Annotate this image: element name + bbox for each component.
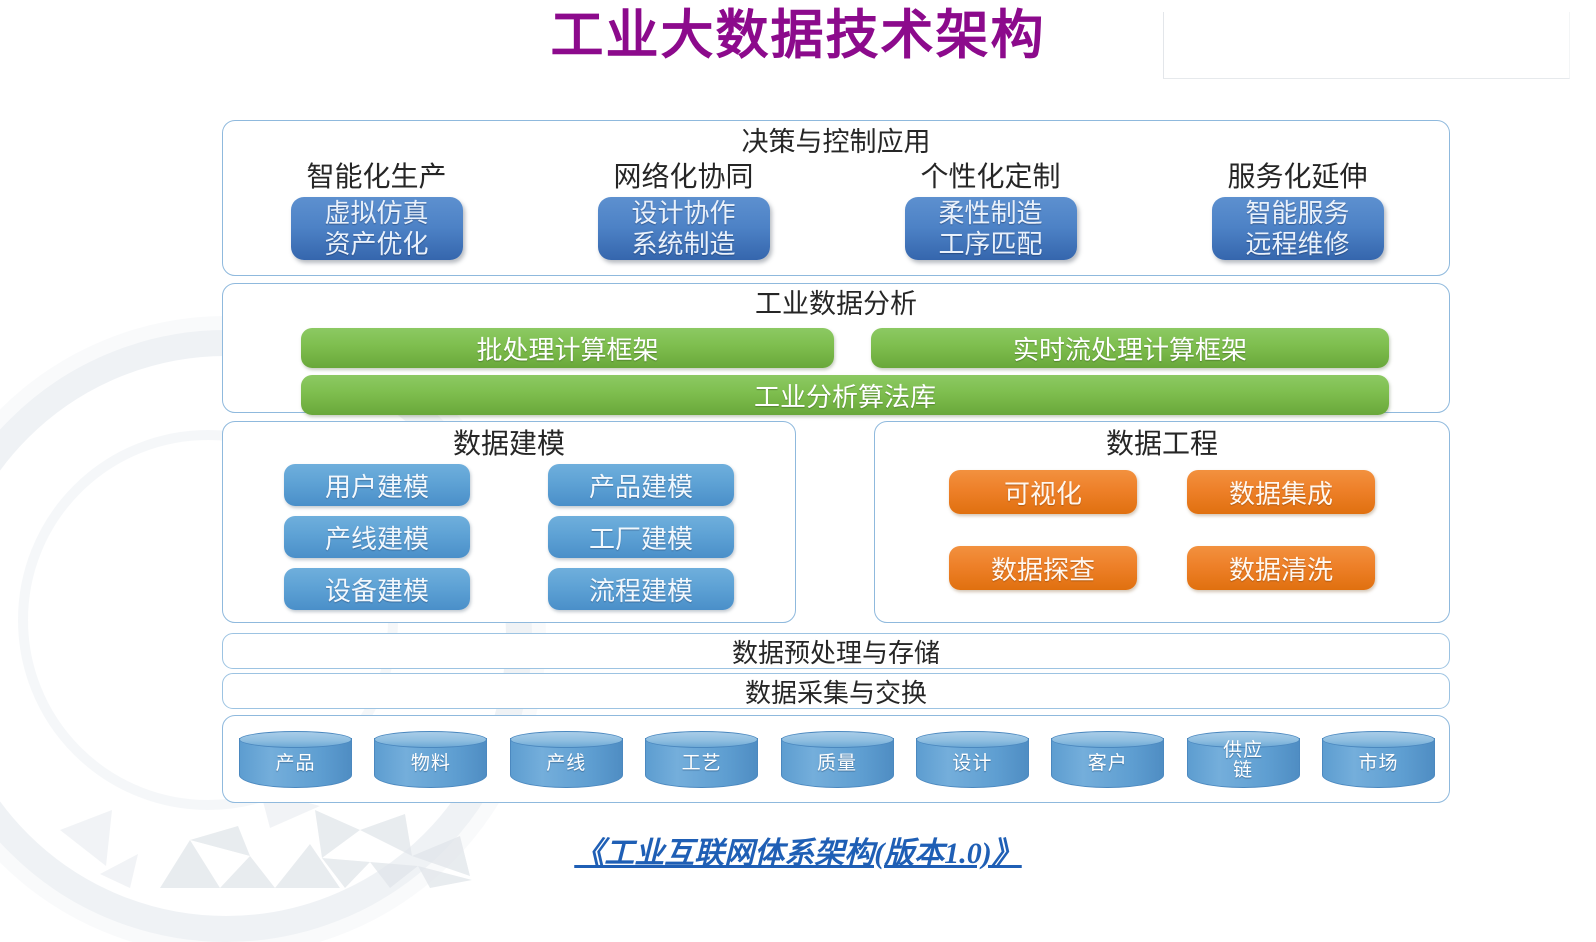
cylinder-top-icon	[1322, 731, 1435, 748]
app-chip-line-2: 远程维修	[1245, 228, 1350, 259]
modeling-chip-grid: 用户建模 产品建模 产线建模 工厂建模 设备建模 流程建模	[223, 464, 795, 620]
modeling-chip-product[interactable]: 产品建模	[548, 464, 734, 506]
analytics-bar-batch-framework[interactable]: 批处理计算框架	[301, 328, 834, 368]
analytics-bar-algorithm-library[interactable]: 工业分析算法库	[301, 375, 1389, 415]
cylinder-label: 质量	[816, 752, 857, 774]
app-chip-flexible-manufacturing[interactable]: 柔性制造 工序匹配	[904, 197, 1077, 260]
data-source-process[interactable]: 工艺	[645, 731, 759, 789]
modeling-chip-equipment[interactable]: 设备建模	[284, 568, 470, 610]
app-chip-line-2: 系统制造	[631, 228, 736, 259]
cylinder-top-icon	[509, 731, 623, 748]
modeling-row: 用户建模 产品建模	[223, 464, 795, 506]
modeling-chip-process[interactable]: 流程建模	[548, 568, 734, 610]
data-source-cylinder-row: 产品 物料 产线 工艺 质量 设计	[239, 726, 1435, 794]
cylinder-label: 产品	[275, 752, 316, 774]
modeling-chip-user[interactable]: 用户建模	[284, 464, 470, 506]
cylinder-top-icon	[374, 731, 488, 748]
data-source-material[interactable]: 物料	[374, 731, 488, 789]
data-source-product[interactable]: 产品	[239, 731, 352, 789]
app-chip-design-collaboration[interactable]: 设计协作 系统制造	[597, 197, 770, 260]
layer-industrial-data-analytics: 工业数据分析 批处理计算框架 实时流处理计算框架 工业分析算法库	[222, 283, 1450, 415]
cylinder-label: 市场	[1358, 752, 1399, 774]
app-chip-line-1: 虚拟仿真	[324, 197, 429, 228]
cylinder-label: 产线	[546, 752, 587, 774]
layer-title-data-engineering: 数据工程	[1105, 428, 1218, 459]
analytics-bar-stream-framework[interactable]: 实时流处理计算框架	[871, 328, 1389, 368]
modeling-chip-factory[interactable]: 工厂建模	[548, 516, 734, 558]
cylinder-top-icon	[1186, 731, 1300, 748]
layer-data-sources: 产品 物料 产线 工艺 质量 设计	[222, 715, 1450, 803]
cylinder-label: 供应 链	[1223, 739, 1264, 781]
cylinder-top-icon	[915, 731, 1029, 748]
data-source-market[interactable]: 市场	[1322, 731, 1435, 789]
engineering-chip-visualization[interactable]: 可视化	[949, 470, 1137, 514]
engineering-chip-data-exploration[interactable]: 数据探查	[949, 546, 1137, 590]
application-columns: 智能化生产 虚拟仿真 资产优化 网络化协同 设计协作 系统制造 个性化定制 柔性…	[223, 161, 1451, 273]
cylinder-body-icon	[239, 738, 352, 788]
column-heading: 服务化延伸	[1227, 161, 1368, 192]
application-column-personalized-customization: 个性化定制 柔性制造 工序匹配	[837, 161, 1144, 273]
cylinder-top-icon	[645, 731, 759, 748]
layer-title-data-modeling: 数据建模	[452, 428, 565, 459]
data-source-supply-chain[interactable]: 供应 链	[1186, 731, 1300, 789]
application-column-networked-collaboration: 网络化协同 设计协作 系统制造	[530, 161, 837, 273]
layer-title-applications: 决策与控制应用	[741, 127, 931, 157]
modeling-row: 产线建模 工厂建模	[223, 516, 795, 558]
app-chip-line-1: 智能服务	[1245, 197, 1350, 228]
app-chip-smart-service[interactable]: 智能服务 远程维修	[1211, 197, 1384, 260]
engineering-chip-grid: 可视化 数据集成 数据探查 数据清洗	[875, 470, 1449, 622]
application-column-intelligent-production: 智能化生产 虚拟仿真 资产优化	[223, 161, 530, 273]
cylinder-top-icon	[239, 731, 352, 748]
cylinder-label: 客户	[1087, 752, 1128, 774]
cylinder-label: 物料	[410, 752, 451, 774]
band-data-collection-exchange[interactable]: 数据采集与交换	[222, 673, 1450, 709]
app-chip-line-1: 设计协作	[631, 197, 736, 228]
layer-title-analytics: 工业数据分析	[755, 289, 917, 319]
page-title: 工业大数据技术架构	[550, 6, 1046, 65]
footer-source-link[interactable]: 《工业互联网体系架构(版本1.0)》	[574, 837, 1022, 870]
layer-data-modeling: 数据建模 用户建模 产品建模 产线建模 工厂建模 设备建模 流程建模	[222, 421, 796, 623]
cylinder-label: 工艺	[681, 752, 722, 774]
app-chip-line-2: 资产优化	[324, 228, 429, 259]
data-source-design[interactable]: 设计	[915, 731, 1029, 789]
engineering-row: 数据探查 数据清洗	[875, 546, 1449, 590]
modeling-chip-production-line[interactable]: 产线建模	[284, 516, 470, 558]
engineering-row: 可视化 数据集成	[875, 470, 1449, 514]
engineering-chip-data-cleaning[interactable]: 数据清洗	[1187, 546, 1375, 590]
layer-decision-control-applications: 决策与控制应用 智能化生产 虚拟仿真 资产优化 网络化协同 设计协作 系统制造 …	[222, 120, 1450, 276]
application-column-service-extension: 服务化延伸 智能服务 远程维修	[1144, 161, 1451, 273]
cylinder-label: 设计	[952, 752, 993, 774]
column-heading: 个性化定制	[920, 161, 1061, 192]
engineering-chip-data-integration[interactable]: 数据集成	[1187, 470, 1375, 514]
cylinder-top-icon	[1051, 731, 1165, 748]
layer-data-engineering: 数据工程 可视化 数据集成 数据探查 数据清洗	[874, 421, 1450, 623]
data-source-production-line[interactable]: 产线	[509, 731, 623, 789]
column-heading: 网络化协同	[613, 161, 754, 192]
data-source-quality[interactable]: 质量	[780, 731, 894, 789]
app-chip-virtual-simulation[interactable]: 虚拟仿真 资产优化	[290, 197, 463, 260]
app-chip-line-1: 柔性制造	[938, 197, 1043, 228]
cylinder-top-icon	[780, 731, 894, 748]
modeling-row: 设备建模 流程建模	[223, 568, 795, 610]
app-chip-line-2: 工序匹配	[938, 228, 1043, 259]
data-source-customer[interactable]: 客户	[1051, 731, 1165, 789]
column-heading: 智能化生产	[306, 161, 447, 192]
band-data-preprocessing-storage[interactable]: 数据预处理与存储	[222, 633, 1450, 669]
